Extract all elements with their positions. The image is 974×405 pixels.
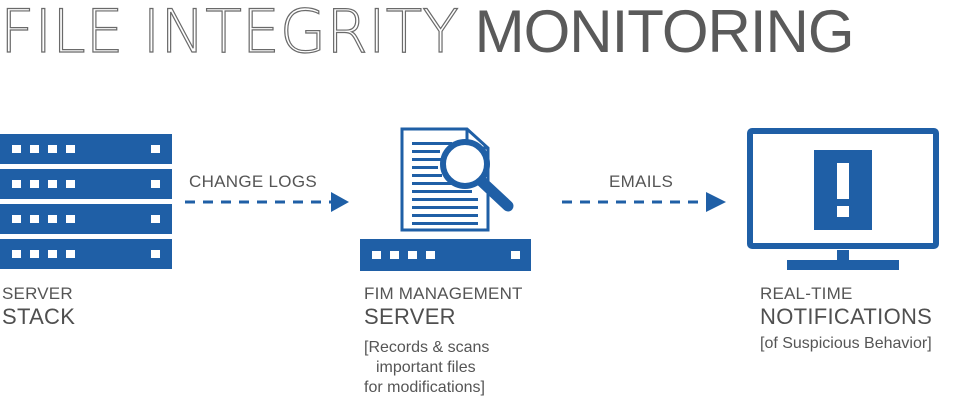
server-stack-label: SERVER STACK	[2, 284, 75, 330]
server-stack-line2: STACK	[2, 304, 76, 329]
emails-label: EMAILS	[609, 172, 674, 191]
fim-desc-line1: [Records & scans	[364, 339, 490, 356]
server-stack-line1: SERVER	[2, 284, 73, 303]
fim-server-desc: [Records & scans important files for mod…	[364, 338, 524, 398]
notifications-line1: REAL-TIME	[760, 284, 853, 303]
notifications-line2: NOTIFICATIONS	[760, 304, 933, 329]
change-logs-label: CHANGE LOGS	[189, 172, 317, 191]
notifications-label: REAL-TIME NOTIFICATIONS [of Suspicious B…	[760, 284, 932, 354]
fim-desc-line3: for modifications]	[364, 379, 485, 396]
fim-desc-line2: important files	[376, 359, 476, 376]
title-thin: FILE INTEGRITY	[0, 0, 460, 67]
fim-server-line2: SERVER	[364, 304, 456, 329]
server-stack-icon	[0, 134, 172, 269]
fim-server-line1: FIM MANAGEMENT	[364, 284, 523, 303]
change-logs-arrow	[185, 192, 349, 212]
title-bold: MONITORING	[474, 0, 855, 65]
page-title: FILE INTEGRITY MONITORING	[0, 0, 855, 65]
monitor-alert-icon	[747, 128, 939, 270]
emails-arrow	[562, 192, 726, 212]
notifications-desc: [of Suspicious Behavior]	[760, 335, 932, 352]
fim-server-label: FIM MANAGEMENT SERVER	[364, 284, 523, 330]
document-magnifier-icon	[360, 127, 531, 271]
